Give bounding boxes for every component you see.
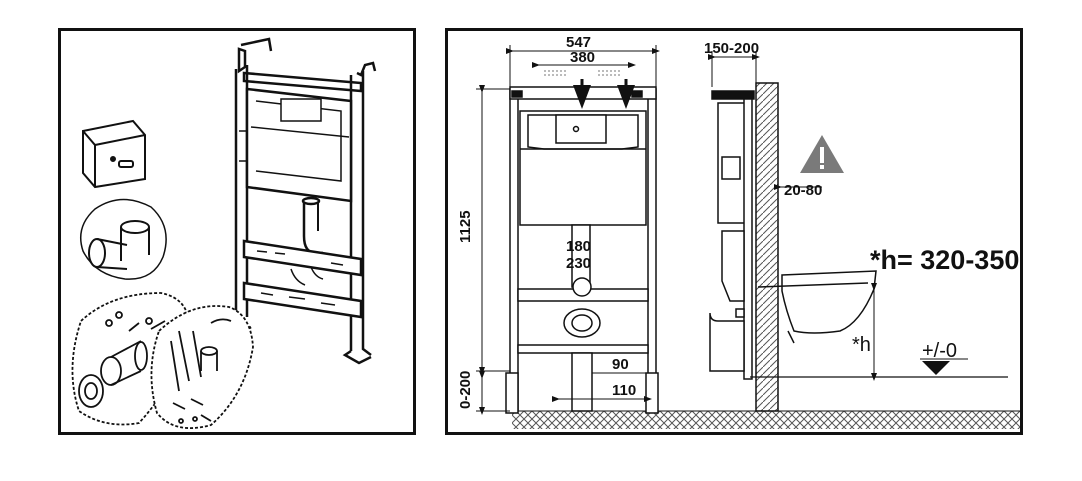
dim-leg-offset-2: 110 [612,382,636,399]
dim-wall-depth: 150-200 [704,40,759,57]
floor-hatch [512,411,1020,429]
elbow-fitting [80,198,167,280]
dim-height-adjust: 0-200 [457,371,474,409]
dim-h-range: *h= 320-350 [870,245,1019,275]
accessory-kit-right [150,305,254,429]
dim-width-inner: 380 [570,49,595,66]
floor-level-marker [922,361,950,375]
product-illustration-panel [58,28,416,435]
dim-height-frame: 1125 [457,210,474,243]
dim-width-total: 547 [566,34,591,51]
dim-flush-2: 230 [566,255,591,272]
dim-flush-1: 180 [566,238,591,255]
dim-leg-offset: 90 [612,356,629,373]
accessory-kit-left [71,292,190,426]
warning-icon [800,135,844,173]
wall-hatch [755,82,779,412]
technical-dimensions-drawing: 547 380 1125 0-200 180 230 90 110 [457,34,1020,429]
dim-h-marker: *h [852,334,871,356]
dim-floor-level: +/-0 [922,340,957,362]
dim-tile-thickness: 20-80 [784,182,822,199]
flush-control-box [82,119,146,189]
installation-frame-illustration [71,37,377,429]
dimension-drawing-panel: 547 380 1125 0-200 180 230 90 110 [445,28,1023,435]
side-view-frame [709,90,877,380]
frame-structure [226,37,377,365]
